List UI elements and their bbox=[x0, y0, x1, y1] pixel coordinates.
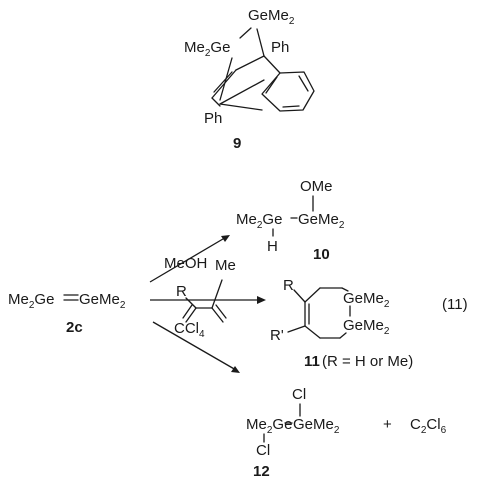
product-10-ome: OMe bbox=[300, 178, 333, 195]
equation-number: (11) bbox=[442, 296, 468, 313]
product-12-plus: + bbox=[383, 416, 392, 433]
reactant-left-me2ge: Me2Ge bbox=[8, 291, 54, 311]
diene-r-label: R bbox=[176, 283, 187, 300]
diene-reagent: R Me bbox=[176, 257, 236, 323]
reagent-methanol: MeOH bbox=[164, 255, 207, 272]
product-12: Cl Me2Ge GeMe2 Cl + C2Cl6 12 bbox=[246, 386, 447, 480]
arrow-to-10 bbox=[149, 235, 229, 283]
product-12-geme2: GeMe2 bbox=[293, 416, 340, 436]
reaction-arrows: MeOH CCl4 bbox=[149, 235, 266, 373]
me2ge-label-9: Me2Ge bbox=[184, 39, 230, 59]
product-12-me2ge: Me2Ge bbox=[246, 416, 292, 436]
product-11-r: R bbox=[283, 277, 294, 294]
byproduct-c2cl6: C2Cl6 bbox=[410, 416, 447, 436]
product-10-h: H bbox=[267, 238, 278, 255]
product-11-ge-bottom: GeMe2 bbox=[343, 317, 390, 337]
compound-number-12: 12 bbox=[253, 463, 270, 480]
arrowhead-10 bbox=[221, 235, 230, 242]
phenyl-label-bottom: Ph bbox=[204, 110, 222, 127]
arrowhead-12 bbox=[231, 366, 240, 373]
product-10-me2ge: Me2Ge bbox=[236, 211, 282, 231]
compound-number-11: 11 bbox=[304, 353, 320, 370]
reactant-right-geme2: GeMe2 bbox=[79, 291, 126, 311]
compound-number-10: 10 bbox=[313, 246, 330, 263]
product-11-note: (R = H or Me) bbox=[322, 353, 413, 370]
compound-number-9: 9 bbox=[233, 135, 241, 152]
compound-9-bonds bbox=[211, 27, 315, 112]
product-10: OMe Me2Ge GeMe2 H 10 bbox=[236, 178, 345, 263]
compound-number-2c: 2c bbox=[66, 319, 83, 336]
compound-9: Me2Ge GeMe2 Ph Ph 9 bbox=[184, 7, 315, 152]
product-11: R R' GeMe2 GeMe2 11 (R = H or Me) bbox=[270, 277, 413, 370]
product-12-cl-top: Cl bbox=[292, 386, 306, 403]
phenyl-label-right: Ph bbox=[271, 39, 289, 56]
reagent-ccl4: CCl4 bbox=[174, 320, 205, 340]
product-12-cl-bottom: Cl bbox=[256, 442, 270, 459]
product-11-ge-top: GeMe2 bbox=[343, 290, 390, 310]
product-11-r-prime: R' bbox=[270, 327, 284, 344]
diene-me-label: Me bbox=[215, 257, 236, 274]
product-11-bonds bbox=[287, 287, 351, 339]
arrowhead-11 bbox=[257, 296, 266, 304]
geme2-label-9: GeMe2 bbox=[248, 7, 295, 27]
arrow-to-12 bbox=[152, 321, 237, 371]
reactant-2c: Me2Ge GeMe2 2c bbox=[8, 291, 126, 336]
product-10-geme2: GeMe2 bbox=[298, 211, 345, 231]
